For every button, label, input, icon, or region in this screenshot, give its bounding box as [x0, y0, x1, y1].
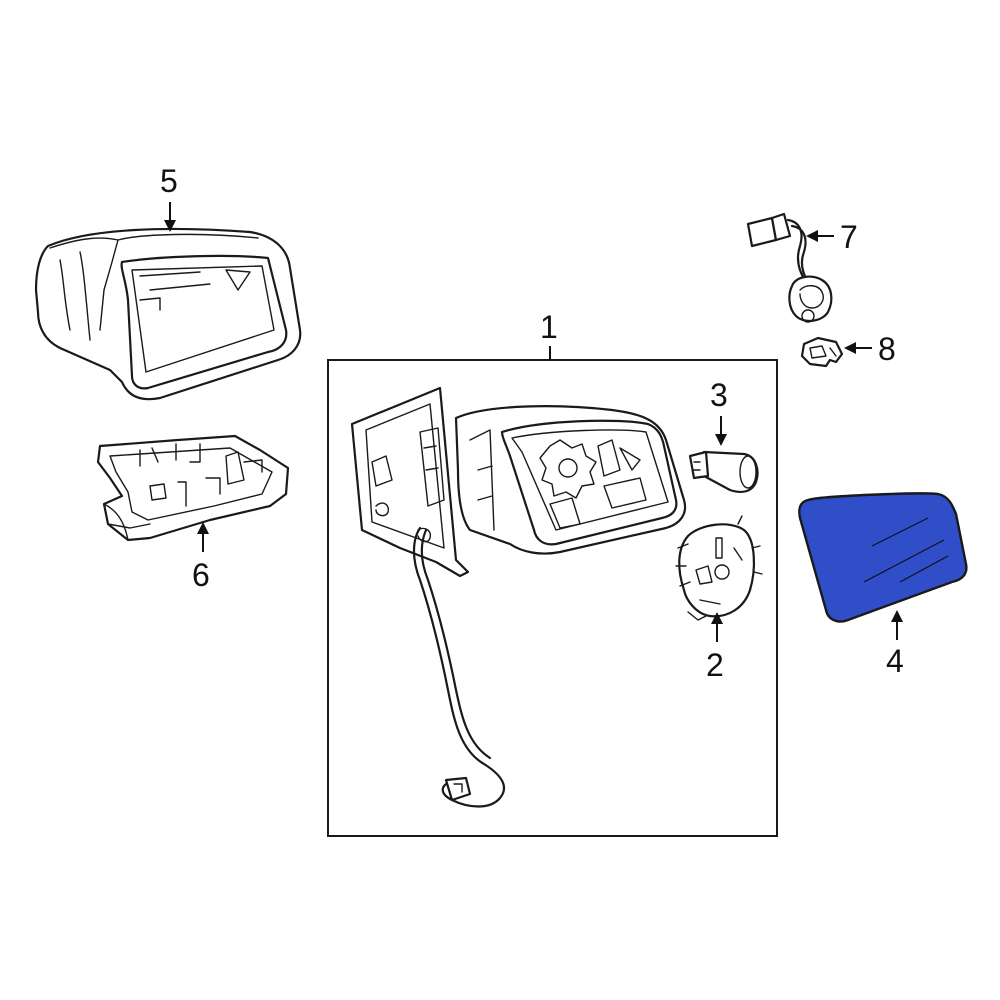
part-8-camera-bracket[interactable] [800, 336, 844, 368]
callout-3-label: 3 [710, 377, 728, 413]
part-3-lamp-bulb[interactable] [688, 450, 759, 493]
part-1-mirror-assembly[interactable] [350, 386, 687, 808]
callout-8-label: 8 [878, 331, 896, 367]
part-4-mirror-glass[interactable] [798, 492, 968, 623]
mirror-glass-highlight [798, 492, 968, 623]
callout-7: 7 [806, 219, 858, 255]
callout-1: 1 [540, 309, 558, 360]
glass-reflection-lines [863, 517, 949, 583]
part-7-wire-harness-connector[interactable] [746, 212, 833, 323]
callout-2: 2 [706, 612, 724, 683]
callout-6: 6 [192, 522, 210, 593]
callout-4-label: 4 [886, 643, 904, 679]
assembly-box-frame [327, 359, 778, 837]
callout-2-label: 2 [706, 647, 724, 683]
callout-5-label: 5 [160, 163, 178, 199]
callout-5: 5 [160, 163, 178, 232]
callout-4: 4 [886, 610, 904, 679]
callout-8: 8 [844, 331, 896, 367]
callout-1-label: 1 [540, 309, 558, 345]
callout-3: 3 [710, 377, 728, 446]
part-2-mirror-motor[interactable] [675, 515, 763, 621]
part-6-mirror-bracket[interactable] [96, 434, 290, 542]
part-5-mirror-cover[interactable] [34, 227, 302, 401]
callout-7-label: 7 [840, 219, 858, 255]
callout-6-label: 6 [192, 557, 210, 593]
